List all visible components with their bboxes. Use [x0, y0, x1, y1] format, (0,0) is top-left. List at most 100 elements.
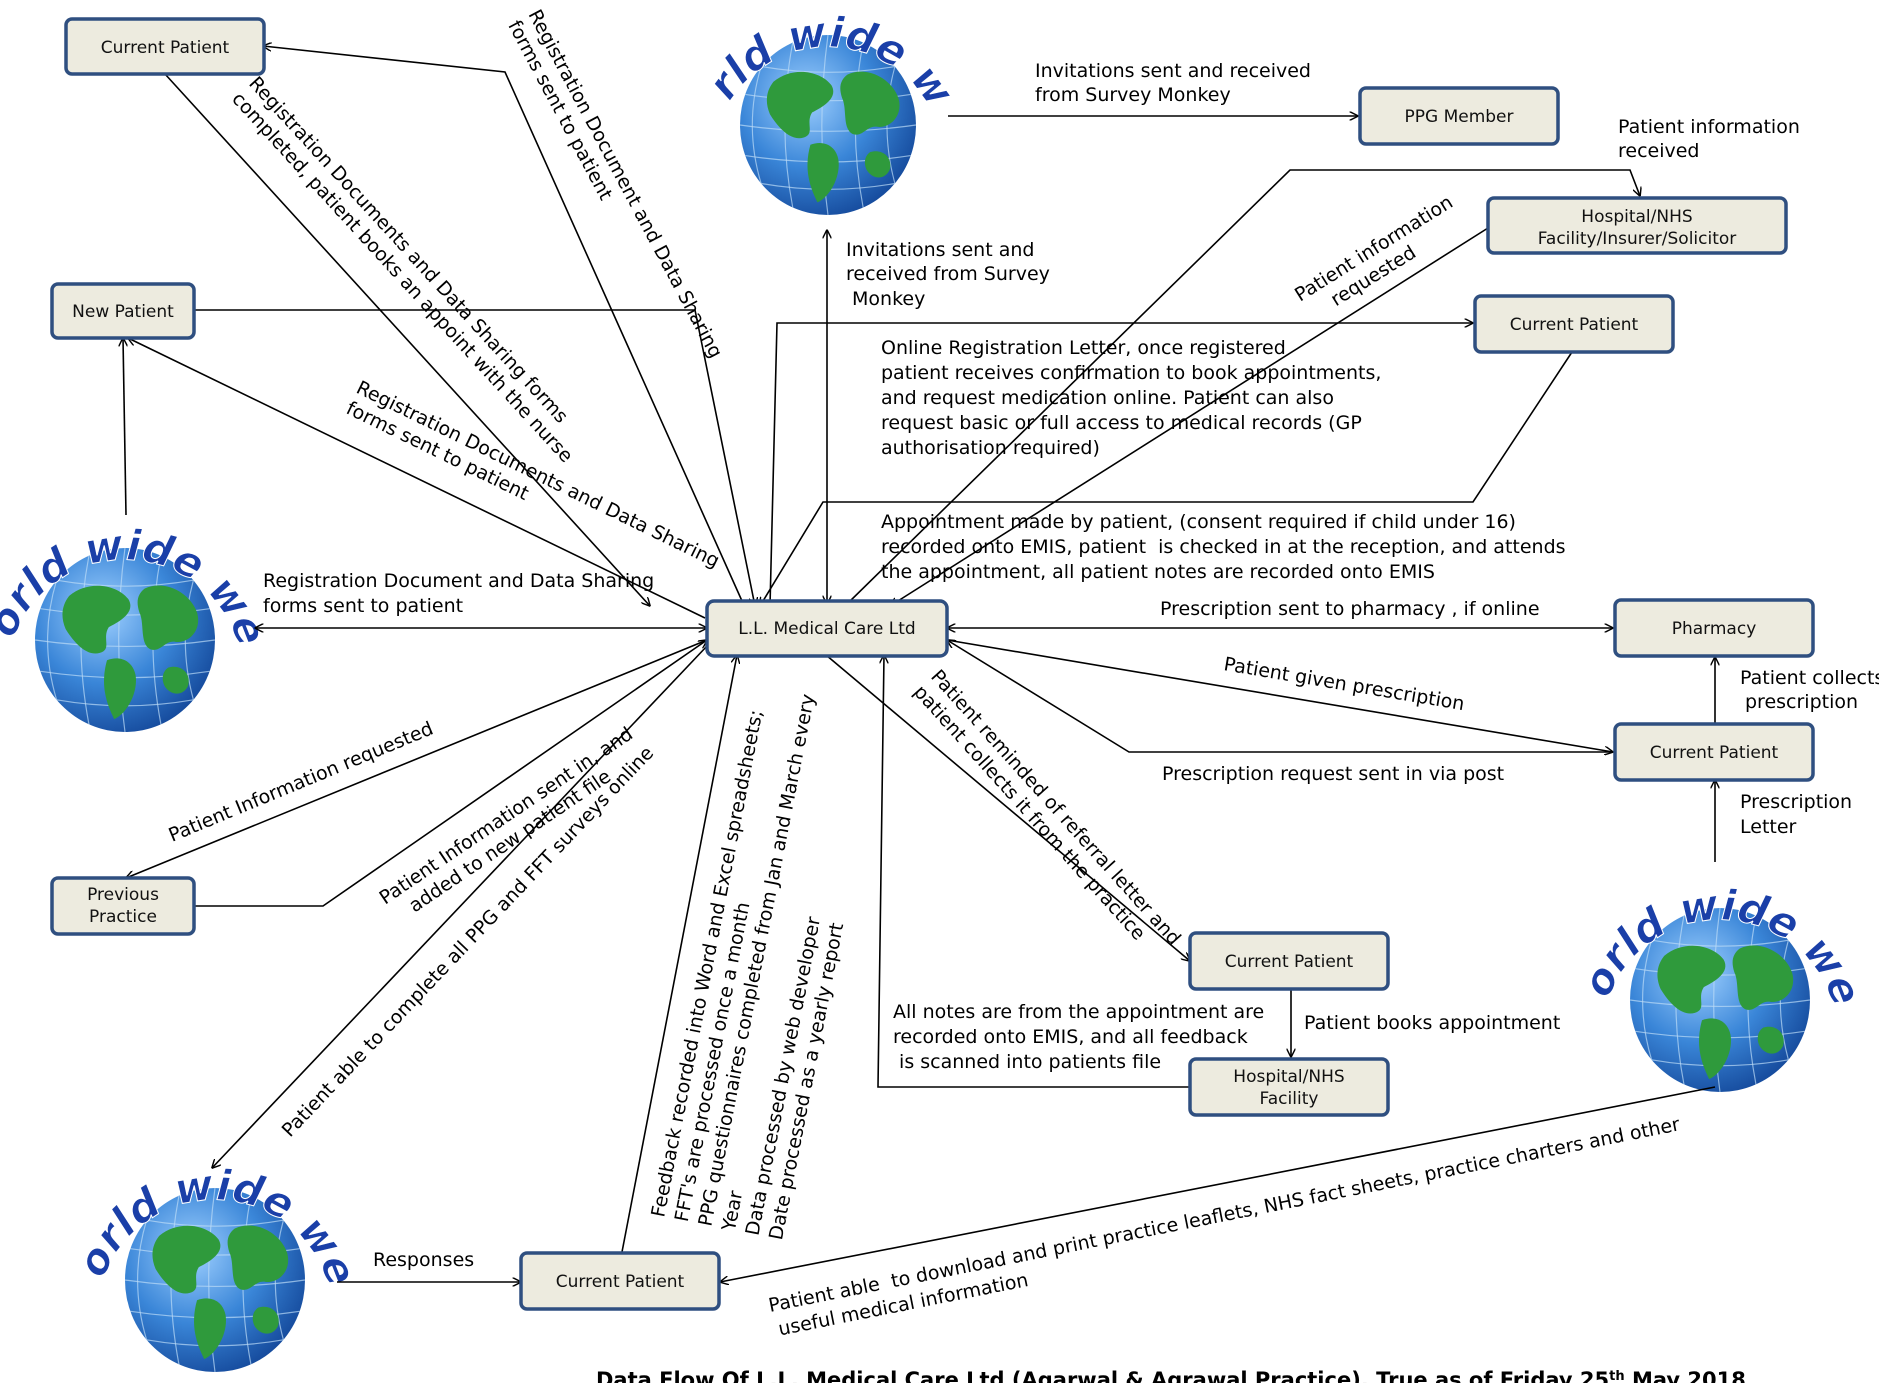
svg-text:forms sent to patient: forms sent to patient	[263, 595, 463, 617]
node-ll-medical-care: L.L. Medical Care Ltd	[705, 599, 949, 658]
svg-text:Monkey: Monkey	[846, 288, 925, 310]
node-ppg-member: PPG Member	[1358, 86, 1560, 146]
svg-text:Patient information: Patient information	[1618, 116, 1800, 138]
node-current-patient-referral: Current Patient	[1188, 931, 1390, 991]
svg-text:recorded onto EMIS, patient i: recorded onto EMIS, patient is checked i…	[881, 536, 1566, 558]
svg-text:request basic or full access t: request basic or full access to medical …	[881, 412, 1362, 434]
label-patient-info-requested-left: Patient Information requested	[165, 718, 436, 847]
label-prescription-post: Prescription request sent in via post	[1162, 763, 1504, 785]
label-prescription-letter: Prescription Letter	[1740, 791, 1852, 838]
label-invitations-vertical: Invitations sent and received from Surve…	[846, 239, 1050, 310]
svg-text:patient collects it from the p: patient collects it from the practice	[909, 681, 1149, 945]
edge-ll-to-current-rt	[769, 323, 1473, 607]
svg-text:Hospital/NHS: Hospital/NHS	[1581, 207, 1692, 227]
svg-text:All notes are from the appoint: All notes are from the appointment are	[893, 1001, 1264, 1023]
svg-text:Patient collects: Patient collects	[1740, 667, 1879, 689]
node-previous-practice: Previous Practice	[50, 876, 196, 936]
globe-top: world wide web	[697, 6, 964, 216]
svg-text:PPG Member: PPG Member	[1404, 107, 1513, 127]
label-leaflets: Patient able to download and print pract…	[767, 1113, 1682, 1340]
svg-text:Prescription: Prescription	[1740, 791, 1852, 813]
svg-text:Invitations sent and: Invitations sent and	[846, 239, 1034, 261]
svg-text:Current Patient: Current Patient	[101, 38, 230, 58]
edge-current-tl-to-ll	[164, 73, 650, 606]
svg-text:is scanned into patients file: is scanned into patients file	[893, 1051, 1161, 1073]
footer-title: Data Flow Of L.L. Medical Care Ltd (Agar…	[596, 1368, 1746, 1383]
svg-text:Registration Document and Data: Registration Document and Data Sharing	[524, 6, 727, 362]
svg-text:from Survey Monkey: from Survey Monkey	[1035, 84, 1231, 106]
edge-ll-to-current-rm	[946, 639, 1613, 752]
edge-new-patient-to-ll	[194, 309, 755, 606]
globe-left: world wide web	[0, 519, 277, 733]
edge-ll-to-current-referral	[825, 654, 1190, 961]
label-responses: Responses	[373, 1249, 474, 1271]
svg-text:Registration Documents and Dat: Registration Documents and Data Sharing …	[244, 73, 572, 428]
edge-ll-to-previous	[126, 639, 708, 878]
svg-text:Facility/Insurer/Solicitor: Facility/Insurer/Solicitor	[1538, 229, 1737, 249]
label-invitations-top: Invitations sent and received from Surve…	[1035, 60, 1311, 106]
svg-text:Pharmacy: Pharmacy	[1672, 619, 1757, 639]
svg-text:Patient reminded of referral l: Patient reminded of referral letter and	[926, 666, 1185, 950]
edge-globe-right-to-current-bottom	[720, 1086, 1716, 1282]
edge-previous-to-ll	[194, 640, 707, 907]
label-prescription-pharmacy: Prescription sent to pharmacy , if onlin…	[1160, 598, 1540, 620]
svg-text:authorisation required): authorisation required)	[881, 437, 1100, 459]
node-current-patient-top-left: Current Patient	[64, 17, 266, 76]
node-current-patient-right-top: Current Patient	[1473, 294, 1675, 354]
svg-text:received: received	[1618, 140, 1700, 162]
label-patient-info-received: Patient information received	[1618, 116, 1800, 162]
svg-text:Appointment made by patient, (: Appointment made by patient, (consent re…	[881, 511, 1516, 533]
edge-hospital-to-ll	[877, 655, 1190, 1088]
label-reg-doc-horizontal: Registration Document and Data Sharing f…	[263, 570, 654, 617]
svg-text:Patient information: Patient information	[1291, 191, 1457, 306]
label-all-notes: All notes are from the appointment are r…	[893, 1001, 1264, 1073]
edge-ll-to-globe-bottom	[212, 645, 708, 1168]
edge-current-bottom-to-ll	[621, 655, 737, 1253]
svg-text:Facility: Facility	[1260, 1089, 1319, 1109]
svg-text:received from Survey: received from Survey	[846, 263, 1050, 285]
svg-text:and request medication online.: and request medication online. Patient c…	[881, 387, 1334, 409]
svg-text:the appointment, all patient n: the appointment, all patient notes are r…	[881, 561, 1435, 583]
edge-current-rm-to-ll	[947, 640, 1613, 753]
svg-text:Current Patient: Current Patient	[1510, 315, 1639, 335]
edge-globe-left-to-new-patient	[123, 338, 126, 516]
svg-text:Invitations sent and received: Invitations sent and received	[1035, 60, 1311, 82]
svg-text:Online Registration Letter, on: Online Registration Letter, once registe…	[881, 337, 1286, 359]
globe-bottom: world wide web	[67, 1159, 367, 1373]
label-patient-books-appointment: Patient books appointment	[1304, 1012, 1560, 1034]
edges	[123, 46, 1715, 1282]
svg-text:Patient Information requested: Patient Information requested	[165, 718, 436, 847]
svg-text:prescription: prescription	[1745, 691, 1858, 713]
node-hospital-insurer: Hospital/NHS Facility/Insurer/Solicitor	[1486, 196, 1788, 255]
node-hospital-facility: Hospital/NHS Facility	[1188, 1057, 1390, 1117]
svg-text:patient receives confirmation: patient receives confirmation to book ap…	[881, 362, 1381, 384]
edge-ll-to-hospital-insurer	[844, 169, 1640, 607]
label-patient-given-prescription: Patient given prescription	[1222, 653, 1466, 715]
svg-text:Letter: Letter	[1740, 816, 1797, 838]
svg-text:Previous: Previous	[87, 885, 159, 905]
svg-text:recorded onto EMIS, and all fe: recorded onto EMIS, and all feedback	[893, 1026, 1248, 1048]
node-current-patient-right-mid: Current Patient	[1613, 722, 1815, 782]
svg-text:Patient able to download and: Patient able to download and print pract…	[767, 1113, 1682, 1317]
svg-text:L.L. Medical Care Ltd: L.L. Medical Care Ltd	[738, 619, 915, 639]
label-patient-info-requested-right: Patient information requested	[1291, 191, 1457, 311]
svg-text:Hospital/NHS: Hospital/NHS	[1233, 1067, 1344, 1087]
edge-ll-to-new-patient	[128, 338, 706, 619]
label-feedback-recorded: Feedback recorded into Word and Excel sp…	[647, 692, 848, 1242]
node-pharmacy: Pharmacy	[1613, 598, 1815, 658]
label-appointment-made: Appointment made by patient, (consent re…	[881, 511, 1566, 583]
label-patient-collects: Patient collects prescription	[1740, 667, 1879, 713]
label-ppg-fft-online: Patient able to complete all PPG and FFT…	[278, 742, 658, 1141]
globe-right: world wide web	[1572, 879, 1872, 1093]
svg-text:Registration Document and Data: Registration Document and Data Sharing	[263, 570, 654, 592]
svg-text:Patient able to complete all P: Patient able to complete all PPG and FFT…	[278, 742, 658, 1141]
svg-text:Current Patient: Current Patient	[1225, 952, 1354, 972]
svg-text:Current Patient: Current Patient	[1650, 743, 1779, 763]
svg-text:Current Patient: Current Patient	[556, 1272, 685, 1292]
label-referral-reminder: Patient reminded of referral letter and …	[909, 666, 1185, 950]
edge-reg-doc-to-current-tl	[263, 46, 755, 630]
svg-text:Patient given prescription: Patient given prescription	[1222, 653, 1466, 715]
node-current-patient-bottom: Current Patient	[519, 1251, 721, 1311]
